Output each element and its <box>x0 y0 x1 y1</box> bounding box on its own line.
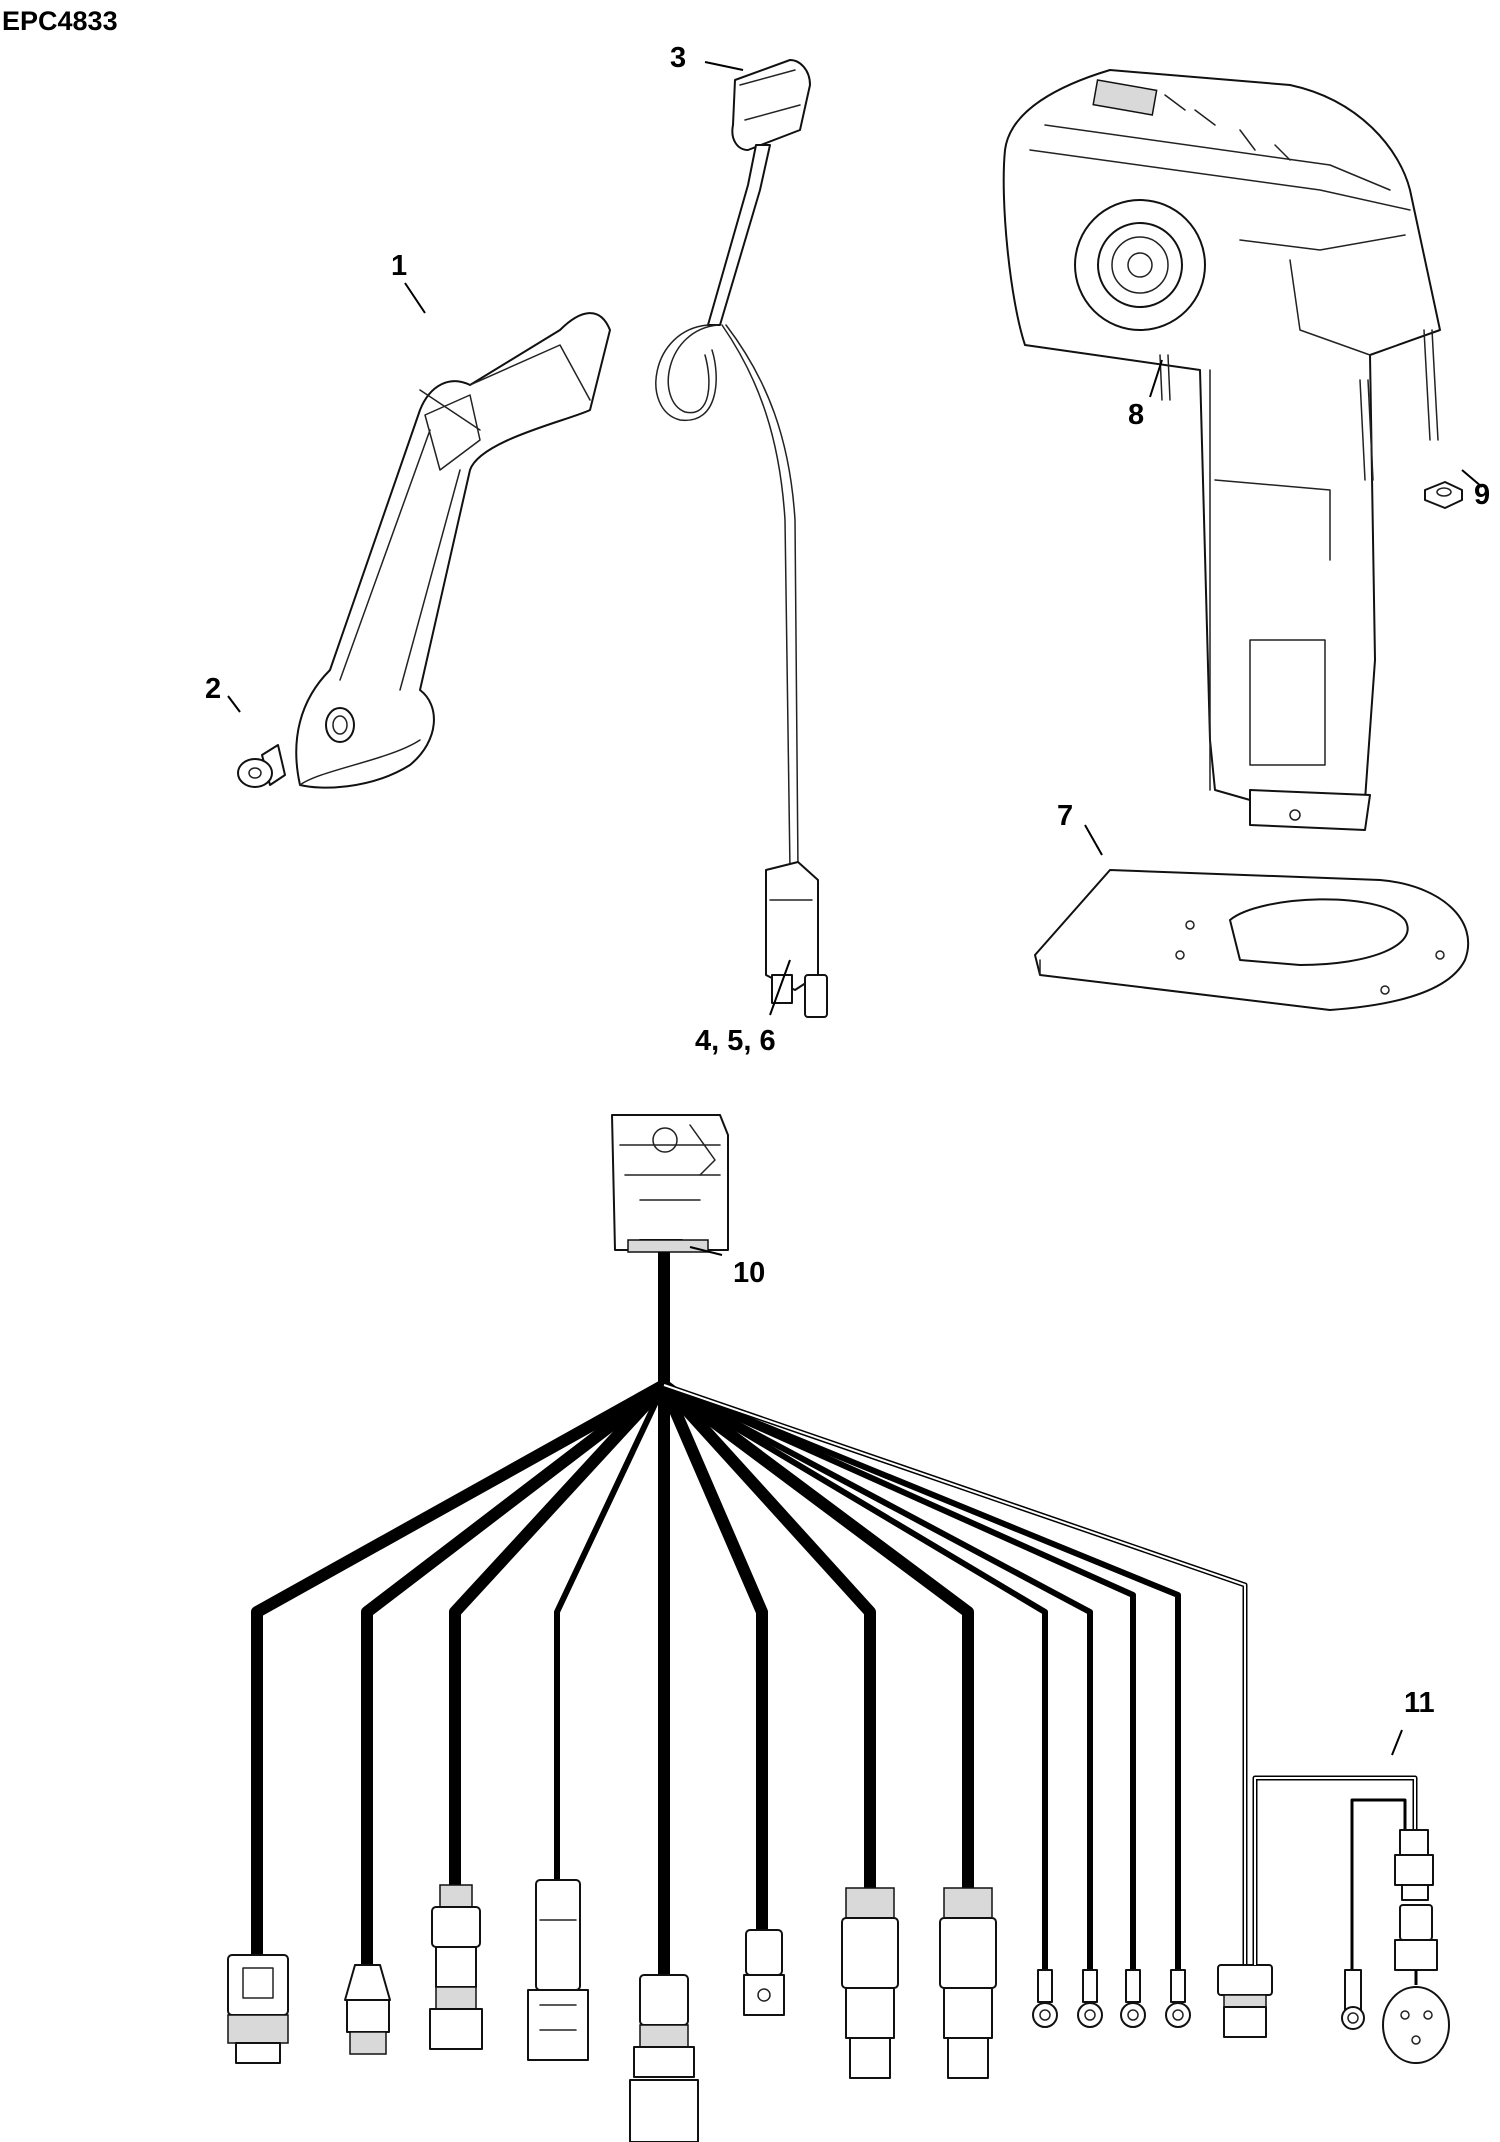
callout-2: 2 <box>205 673 221 705</box>
callout-3: 3 <box>670 42 686 74</box>
callout-8: 8 <box>1128 399 1144 431</box>
jumper-part <box>1252 1775 1450 2064</box>
connector-row <box>227 1879 1273 2142</box>
callout-10: 10 <box>733 1257 765 1289</box>
callout-11: 11 <box>1404 1687 1435 1719</box>
control-body-part <box>1002 69 1441 831</box>
handle-part <box>295 312 611 789</box>
drawing-code: EPC4833 <box>2 6 118 36</box>
callout-7: 7 <box>1057 800 1073 832</box>
callout-labels: 1 2 3 4, 5, 6 7 8 9 10 11 <box>205 42 1490 1719</box>
harness-wires <box>251 1252 1248 1975</box>
callout-1: 1 <box>391 250 407 282</box>
leader-lines <box>227 61 1483 1756</box>
harness-connector-part <box>611 1114 729 1253</box>
lanyard-part <box>655 59 828 1018</box>
callout-9: 9 <box>1474 479 1490 511</box>
nut-part <box>1424 481 1463 509</box>
gasket-part <box>1034 869 1470 1011</box>
callout-4-5-6: 4, 5, 6 <box>695 1025 776 1057</box>
screw-part <box>237 744 286 788</box>
